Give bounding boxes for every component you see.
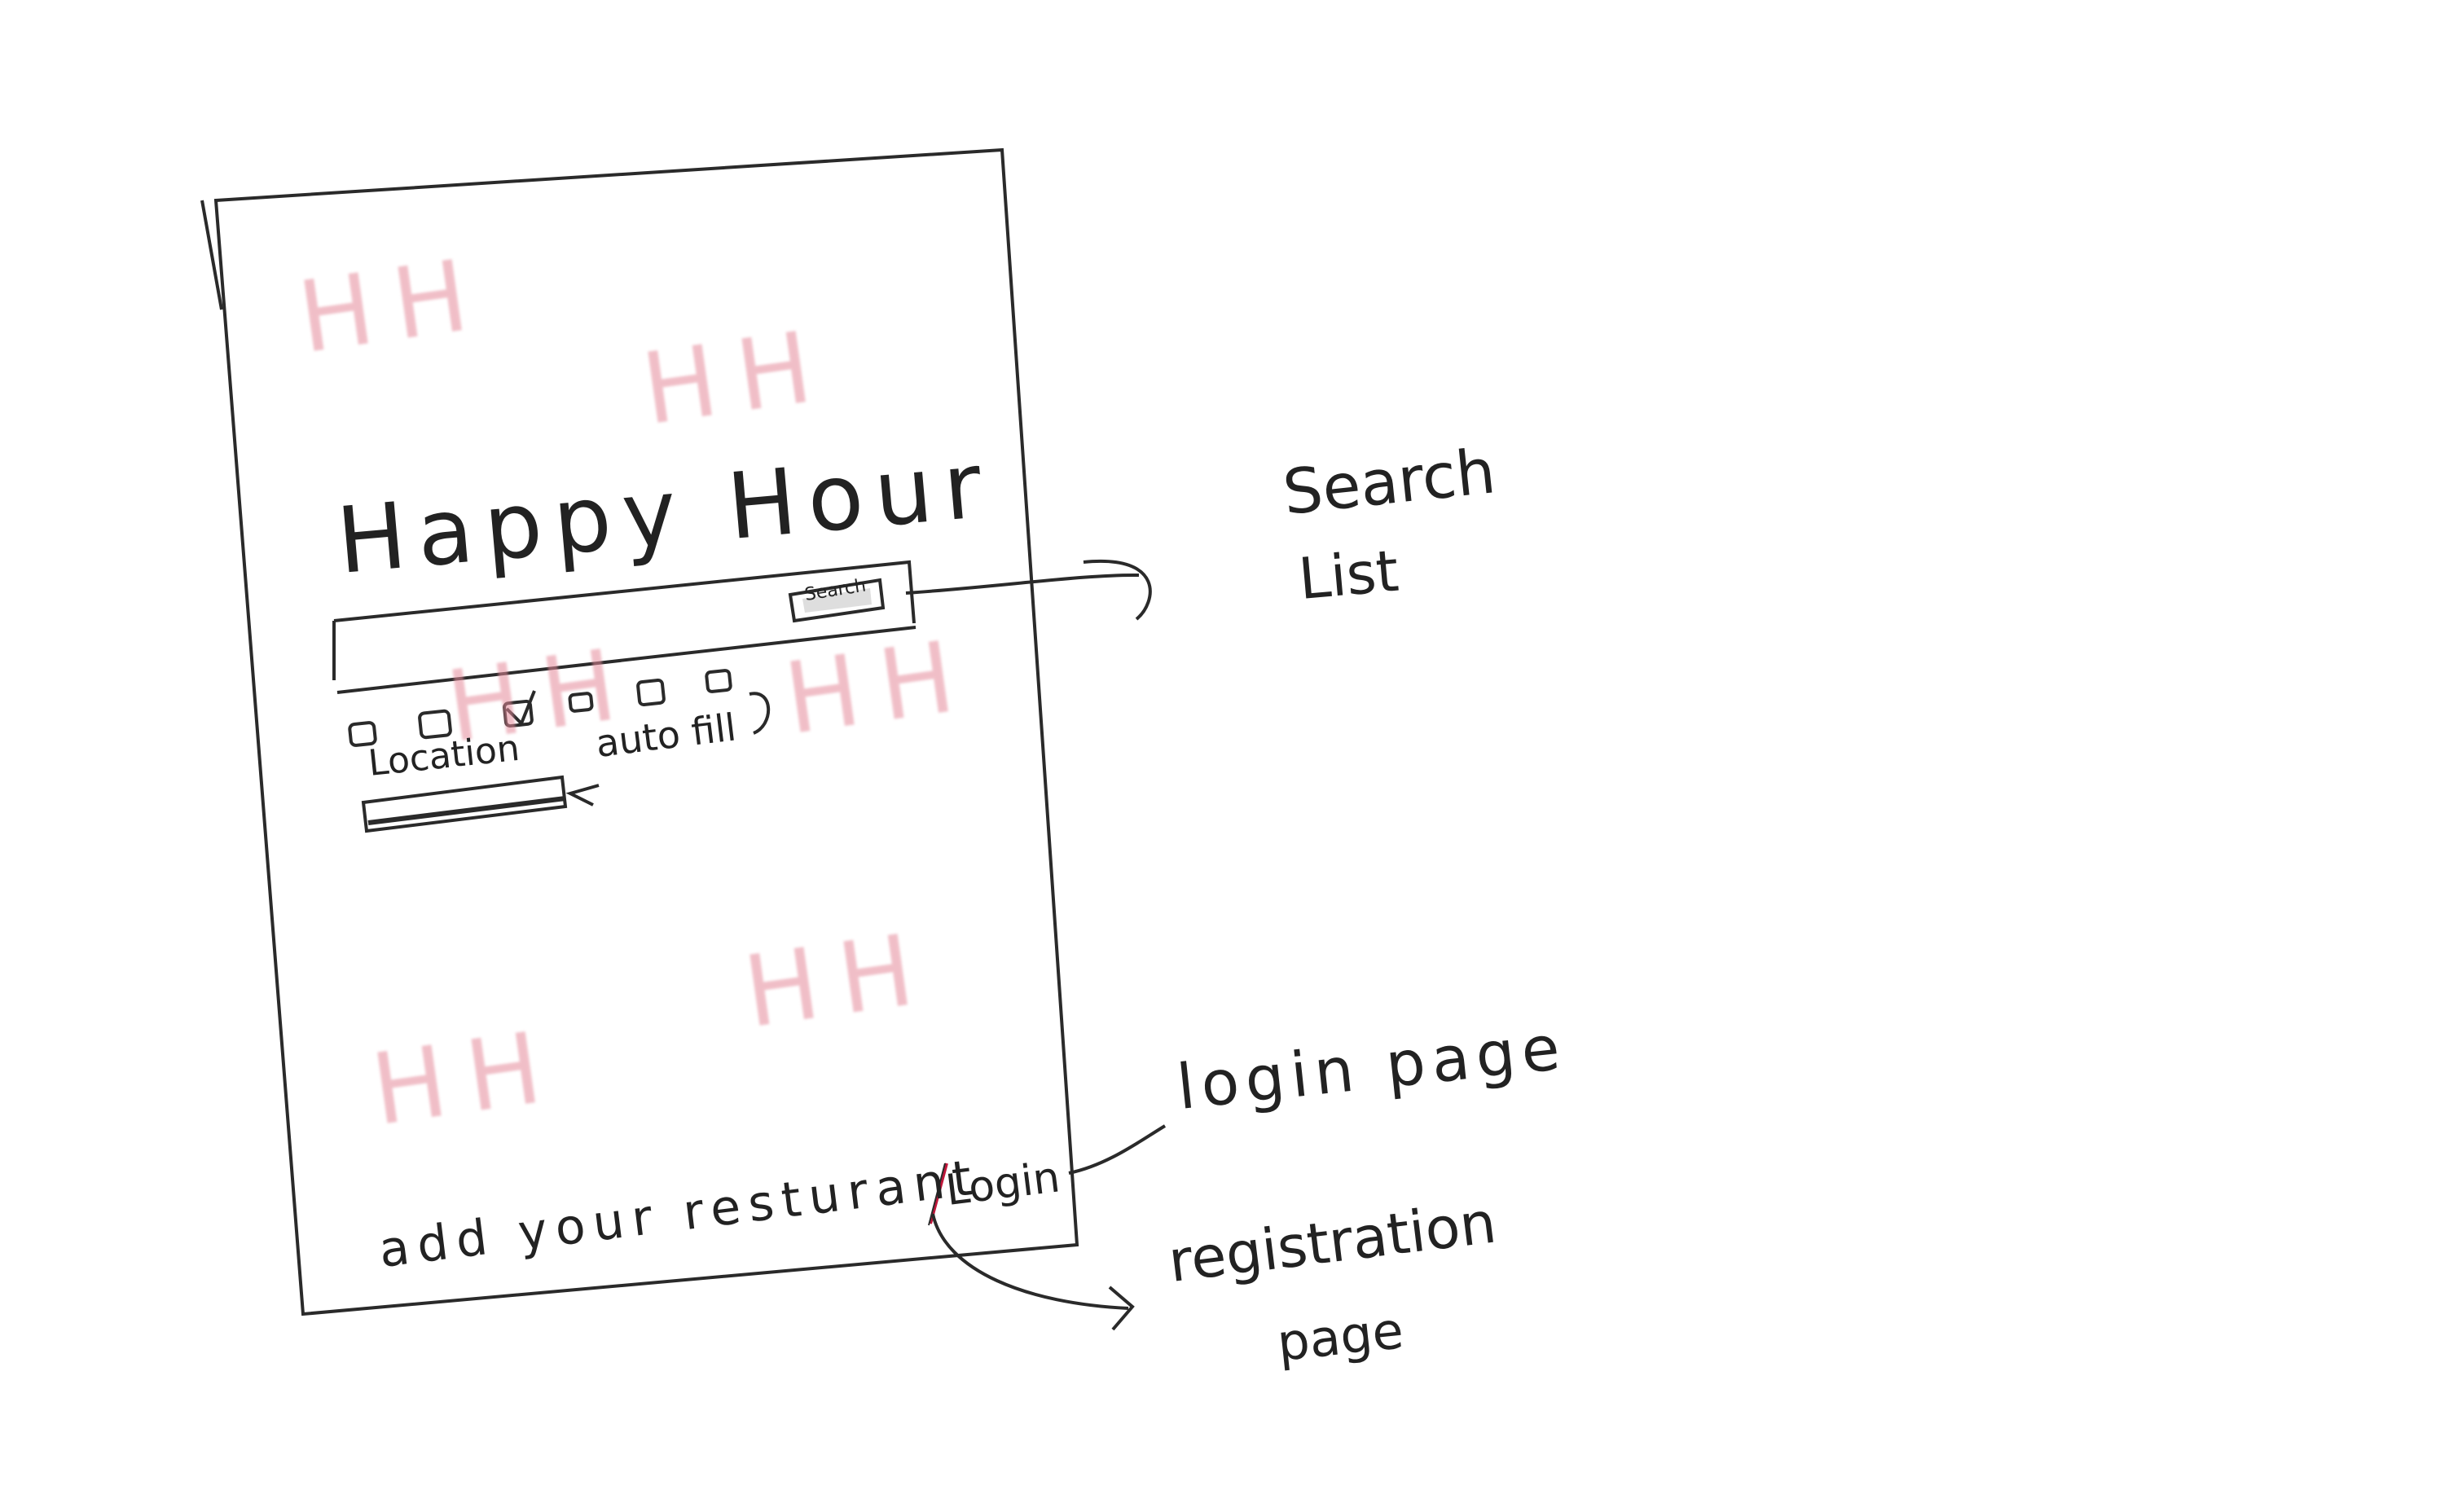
search-bar-top: [333, 560, 916, 624]
filter-checkbox[interactable]: [568, 692, 594, 713]
annotation-list: List: [1295, 537, 1401, 613]
search-button[interactable]: [788, 578, 886, 623]
filter-checkbox[interactable]: [348, 721, 377, 747]
filter-checkbox[interactable]: [636, 679, 666, 706]
arrow-search-list: [905, 573, 1140, 595]
search-bar-bottom: [336, 626, 916, 694]
filter-checkbox-checked[interactable]: [503, 690, 536, 728]
filter-checkbox[interactable]: [705, 669, 732, 693]
arrow-login-page: [1068, 1124, 1167, 1175]
filter-checkbox[interactable]: [418, 709, 452, 740]
filter-checkboxes: [348, 669, 771, 747]
arrow-registration-page: [931, 1213, 1129, 1310]
location-input[interactable]: [361, 775, 568, 833]
